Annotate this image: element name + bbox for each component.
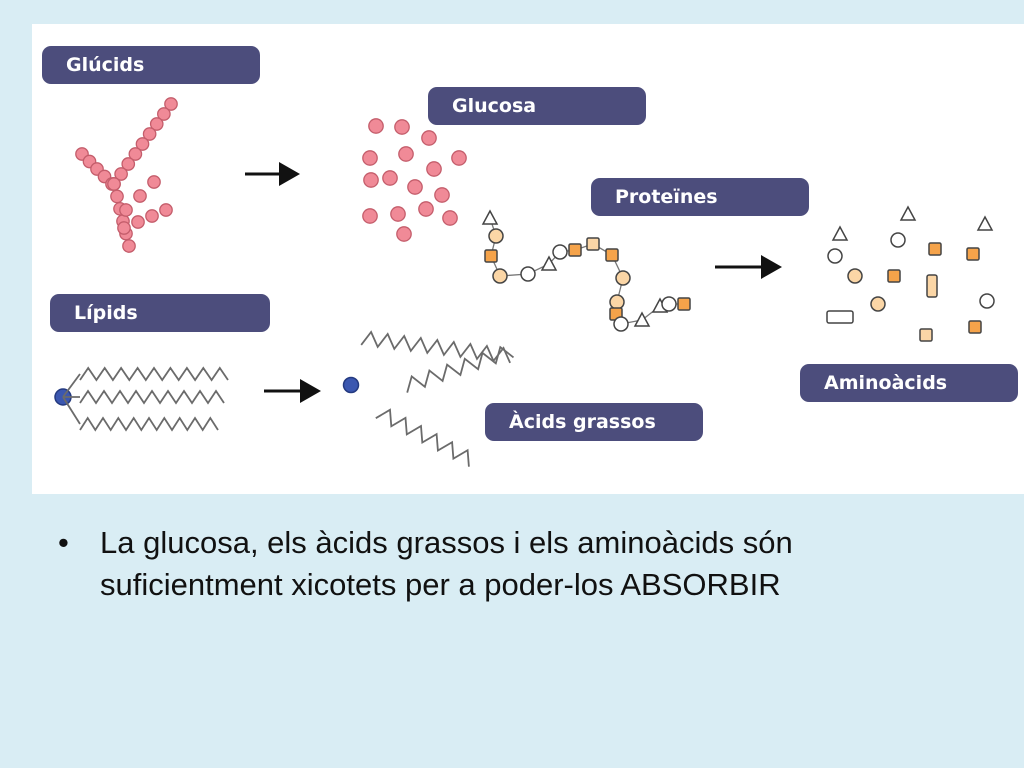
glucose-molecule [442, 210, 458, 226]
amino-acid-circle [520, 266, 536, 282]
amino-acid-circle [492, 268, 508, 284]
bullet-point: • La glucosa, els àcids grassos i els am… [58, 522, 978, 606]
amino-acid-bar [926, 274, 938, 298]
glucose-molecule [407, 179, 423, 195]
glucose-molecule [362, 150, 378, 166]
amino-acid-triangle [831, 225, 849, 241]
digestion-diagram: Glúcids Glucosa Proteïnes Lípids Àcids g… [32, 24, 1024, 494]
amino-acid-circle [615, 270, 631, 286]
glucose-molecule [451, 150, 467, 166]
glucose-molecule [421, 130, 437, 146]
amino-acid-triangle [540, 255, 558, 271]
label-proteines: Proteïnes [591, 178, 809, 216]
glycogen-chain [75, 97, 178, 253]
amino-acid-circle [827, 248, 843, 264]
amino-acid-square [586, 237, 600, 251]
amino-acid-circle [870, 296, 886, 312]
amino-acid-square [966, 247, 980, 261]
fatty-acid [406, 345, 515, 393]
amino-acid-bar [826, 310, 854, 324]
glucose-unit [149, 117, 164, 131]
glucose-unit [117, 221, 131, 235]
glucose-unit [159, 203, 173, 217]
amino-acid-square [887, 269, 901, 283]
amino-acid-square [919, 328, 933, 342]
amino-acid-circle [613, 316, 629, 332]
lipid-link [62, 396, 81, 425]
fatty-acid-chains [360, 330, 515, 467]
glucose-unit [110, 189, 124, 204]
bullet-text: La glucosa, els àcids grassos i els amin… [100, 525, 793, 602]
amino-acid-square [568, 243, 582, 257]
glucose-molecule [434, 187, 450, 203]
glucose-molecule [390, 206, 406, 222]
amino-acid-circle [979, 293, 995, 309]
amino-acid-square [484, 249, 498, 263]
amino-acid-circle [661, 296, 677, 312]
glucose-unit [119, 203, 133, 217]
fatty-acid-tail [79, 366, 229, 382]
fatty-acid [360, 330, 511, 364]
amino-acid-triangle [976, 215, 994, 231]
glucose-unit [107, 177, 121, 191]
free-glycerol [342, 376, 360, 394]
amino-acid-triangle [633, 311, 651, 327]
glucose-unit [133, 189, 147, 203]
glucose-unit [147, 175, 161, 189]
glucose-molecule [426, 161, 442, 177]
glucose-unit [135, 137, 150, 151]
glucose-unit [121, 157, 136, 171]
protein-chain [481, 209, 691, 332]
amino-acid-molecules [826, 205, 995, 342]
amino-acid-circle [609, 294, 625, 310]
glucose-unit [164, 97, 178, 111]
glucose-unit [145, 209, 159, 223]
glucose-molecule [396, 226, 412, 242]
amino-acid-circle [890, 232, 906, 248]
label-lipids: Lípids [50, 294, 270, 332]
fatty-acid-tail [79, 416, 219, 432]
glucose-unit [157, 107, 171, 121]
lipid-chains [62, 366, 229, 432]
glucose-molecule [394, 119, 410, 135]
glucose-unit [122, 239, 136, 253]
bullet-dot-icon: • [58, 525, 69, 560]
amino-acid-square [605, 248, 619, 262]
glucose-molecule [382, 170, 398, 186]
amino-acid-circle [488, 228, 504, 244]
lipid-link [62, 373, 81, 398]
glucose-molecule [363, 172, 379, 188]
fatty-acid [375, 408, 470, 467]
glucose-molecule [398, 146, 414, 162]
label-glucosa: Glucosa [428, 87, 646, 125]
glucose-molecule [362, 208, 378, 224]
glucose-unit [114, 167, 128, 181]
amino-acid-square [968, 320, 982, 334]
label-aminoacids: Aminoàcids [800, 364, 1018, 402]
label-glucids: Glúcids [42, 46, 260, 84]
glucose-molecule [368, 118, 384, 134]
label-acids-grassos: Àcids grassos [485, 403, 703, 441]
glucose-molecules [362, 118, 467, 242]
amino-acid-circle [552, 244, 568, 260]
glucose-molecule [418, 201, 434, 217]
glucose-unit [131, 215, 145, 229]
amino-acid-triangle [899, 205, 917, 221]
diagram-graphics [54, 97, 995, 467]
amino-acid-square [677, 297, 691, 311]
amino-acid-circle [847, 268, 863, 284]
glucose-unit [128, 147, 143, 161]
amino-acid-square [928, 242, 942, 256]
glucose-unit [142, 127, 157, 141]
fatty-acid-tail [79, 389, 225, 405]
amino-acid-triangle [481, 209, 499, 225]
